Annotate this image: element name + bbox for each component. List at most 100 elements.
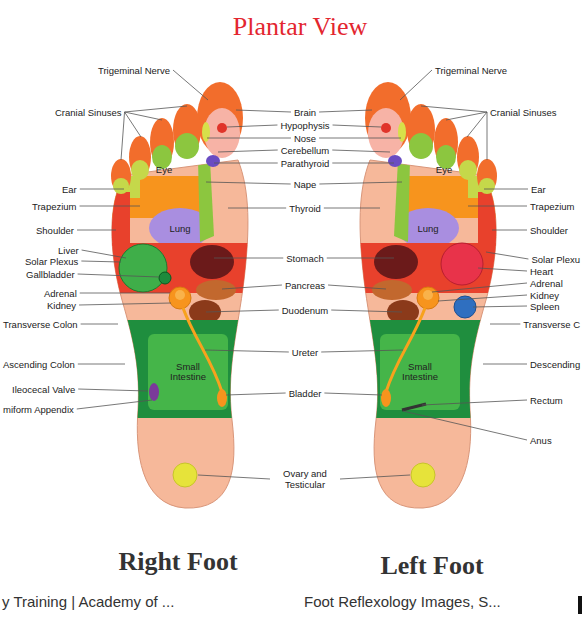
part-label: Trigeminal Nerve xyxy=(435,65,507,76)
leader-line xyxy=(319,182,402,184)
part-label: Duodenum xyxy=(282,305,328,316)
part-label: Trapezium xyxy=(32,201,77,212)
image-caption: y Training | Academy of ... xyxy=(2,593,174,611)
leader-line xyxy=(226,393,286,395)
part-label: Anus xyxy=(530,435,552,446)
leader-line xyxy=(206,310,279,312)
leader-line xyxy=(214,258,283,259)
part-label: Descending xyxy=(530,359,580,370)
region-label: Eye xyxy=(436,165,452,175)
leader-line xyxy=(218,150,278,152)
part-label: Trigeminal Nerve xyxy=(98,65,170,76)
leader-line xyxy=(80,189,124,190)
leader-line xyxy=(319,138,401,139)
leader-line xyxy=(125,112,162,120)
leader-line xyxy=(422,400,527,405)
leader-line xyxy=(227,125,277,127)
part-label: Ear xyxy=(531,184,546,195)
leader-line xyxy=(328,285,386,289)
leader-line xyxy=(198,475,270,479)
part-label: Rectum xyxy=(530,395,563,406)
organ-region: Eye xyxy=(434,164,454,176)
part-label: Stomach xyxy=(286,253,324,264)
leader-line xyxy=(486,252,528,259)
part-label: Hypophysis xyxy=(280,120,329,131)
part-label: Heart xyxy=(530,266,553,277)
leader-line xyxy=(125,106,187,112)
leader-line xyxy=(403,411,527,440)
chart-title: Plantar View xyxy=(0,12,582,42)
part-label: Solar Plexu xyxy=(531,254,580,265)
part-label: Ileocecal Valve xyxy=(12,384,75,395)
leader-line xyxy=(332,163,394,164)
part-label: miform Appendix xyxy=(3,404,74,415)
part-label: Kidney xyxy=(47,300,76,311)
part-label: Cranial Sinuses xyxy=(490,107,557,118)
leader-line xyxy=(236,110,291,112)
leader-line xyxy=(492,230,527,231)
leader-line xyxy=(214,163,278,164)
leader-line xyxy=(78,389,148,391)
leader-line xyxy=(446,112,487,120)
leader-line xyxy=(222,285,282,289)
leader-line xyxy=(121,112,125,160)
leader-line xyxy=(81,261,121,262)
part-label: Ascending Colon xyxy=(3,359,75,370)
leader-line xyxy=(79,303,171,305)
leader-line xyxy=(468,206,527,207)
leader-line xyxy=(332,150,390,152)
region-label: Small Intestine xyxy=(160,362,216,382)
leader-line xyxy=(77,400,152,409)
foot-caption: Right Foot xyxy=(118,547,237,577)
part-label: Ovary and Testicular xyxy=(273,468,337,490)
leader-line xyxy=(78,274,159,277)
foot-caption: Left Foot xyxy=(380,551,483,581)
leader-line xyxy=(333,125,381,127)
leader-line xyxy=(484,189,528,190)
leader-line xyxy=(321,350,403,352)
leader-line xyxy=(80,206,140,207)
part-label: Thyroid xyxy=(289,203,321,214)
leader-line xyxy=(205,350,289,352)
part-label: Cerebellum xyxy=(281,145,330,156)
part-label: Ear xyxy=(62,184,77,195)
part-label: Bladder xyxy=(289,388,322,399)
leader-line xyxy=(421,106,487,112)
leader-line xyxy=(77,230,116,231)
part-label: Spleen xyxy=(530,301,560,312)
leader-line xyxy=(467,112,487,137)
part-label: Transverse C xyxy=(523,319,580,330)
leader-line xyxy=(432,283,527,292)
part-label: Brain xyxy=(294,107,316,118)
part-label: Kidney xyxy=(530,290,559,301)
part-label: Shoulder xyxy=(36,225,74,236)
leader-line xyxy=(324,208,380,209)
leader-line xyxy=(319,110,372,112)
part-label: Adrenal xyxy=(44,288,77,299)
leader-line xyxy=(400,70,432,100)
part-label: Shoulder xyxy=(530,225,568,236)
part-label: Nape xyxy=(294,179,317,190)
region-label: Lung xyxy=(169,224,190,234)
leader-line xyxy=(78,364,125,365)
leader-line xyxy=(324,393,382,395)
part-label: Liver xyxy=(58,245,79,256)
organ-region: Lung xyxy=(415,223,440,235)
leader-line xyxy=(125,112,141,137)
part-label: Solar Plexus xyxy=(25,256,78,267)
leader-line xyxy=(340,475,410,479)
leader-line xyxy=(490,324,520,325)
leader-line xyxy=(207,138,291,139)
leader-line xyxy=(206,182,291,184)
leader-line xyxy=(331,310,402,312)
organ-region: Lung xyxy=(167,223,192,235)
part-label: Cranial Sinuses xyxy=(55,107,122,118)
region-label: Lung xyxy=(417,224,438,234)
leader-line xyxy=(173,70,208,100)
organ-region: Eye xyxy=(154,164,174,176)
leader-line xyxy=(487,112,488,160)
region-label: Eye xyxy=(156,165,172,175)
part-label: Pancreas xyxy=(285,280,325,291)
leader-line xyxy=(438,295,527,301)
